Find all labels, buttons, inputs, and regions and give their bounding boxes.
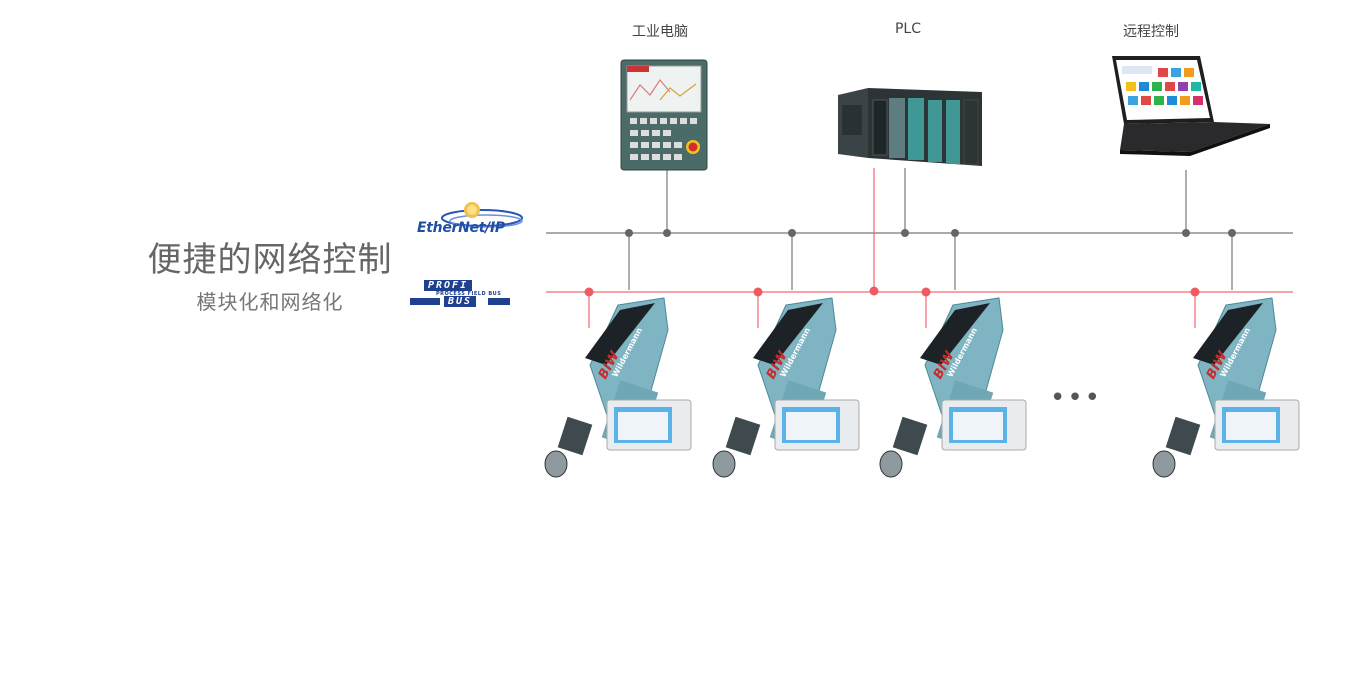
- remote-control-label: 远程控制: [1123, 24, 1179, 40]
- profibus-logo: PROFI PROCESS FIELD BUS BUS: [410, 280, 520, 307]
- diagram-headline: 便捷的网络控制: [147, 240, 393, 280]
- profibus-top: PROFI: [424, 280, 473, 291]
- ethernet-junctions: [625, 229, 1236, 237]
- unit-3: BIW: [879, 297, 1027, 478]
- diagram-subline: 模块化和网络化: [196, 290, 344, 314]
- unit-2: BIW: [712, 297, 860, 478]
- ethernet-swoosh-icon: [441, 202, 523, 228]
- plc-icon: [838, 88, 982, 166]
- profibus-junctions: [584, 286, 1200, 297]
- industrial-pc-label: 工业电脑: [632, 24, 688, 40]
- ethernet-ip-logo: EtherNet/IP: [414, 200, 529, 242]
- profibus-small-text: PROCESS FIELD BUS: [436, 291, 502, 297]
- laptop-icon: [1112, 56, 1270, 156]
- industrial-pc-icon: [620, 59, 708, 171]
- more-units-ellipsis: •••: [1050, 383, 1103, 413]
- plc-label: PLC: [894, 21, 922, 37]
- unit-4: BIW: [1152, 297, 1300, 478]
- unit-1: BIW: [544, 297, 692, 478]
- ethernet-ip-text: EtherNet/IP: [417, 220, 505, 236]
- profibus-bar-left: [410, 298, 440, 305]
- profibus-bar-right: [488, 298, 510, 305]
- profibus-bottom: BUS: [444, 296, 477, 307]
